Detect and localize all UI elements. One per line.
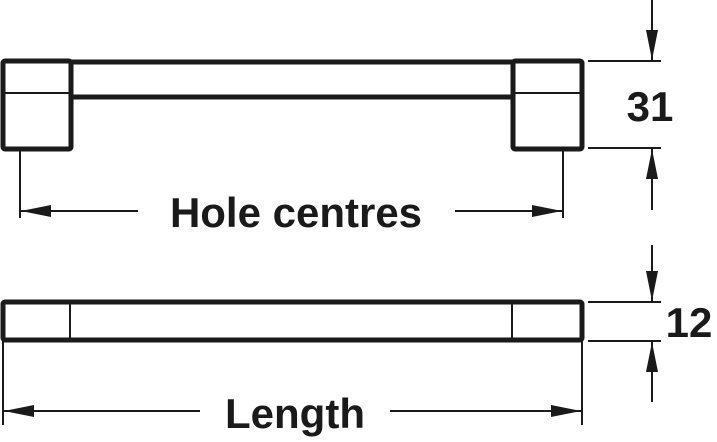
hole-centres-label: Hole centres bbox=[170, 189, 422, 236]
left-end-block bbox=[0, 58, 74, 152]
top-view bbox=[0, 245, 661, 425]
height-label: 31 bbox=[627, 83, 674, 130]
thickness-label: 12 bbox=[666, 299, 713, 346]
length-label: Length bbox=[225, 390, 365, 437]
right-end-block bbox=[510, 58, 585, 152]
front-view bbox=[0, 0, 661, 218]
handle-body bbox=[0, 299, 585, 343]
